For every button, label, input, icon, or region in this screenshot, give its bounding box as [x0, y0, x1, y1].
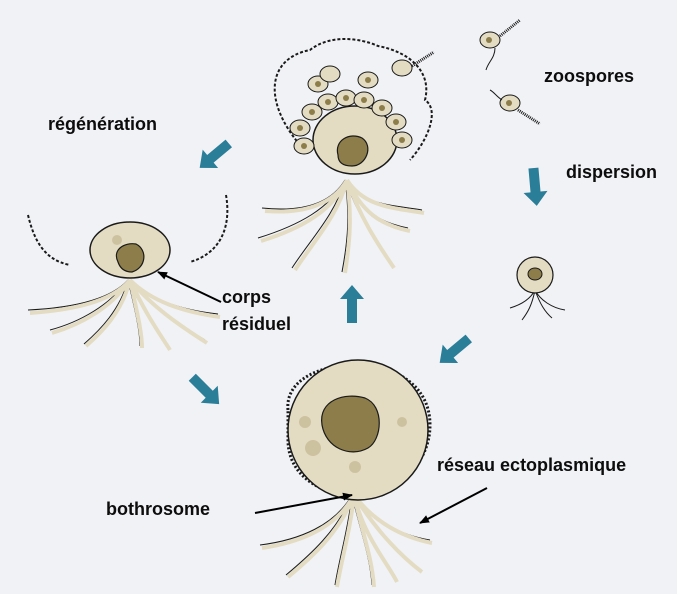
label-corps: corps: [222, 287, 271, 307]
label-reseau-ectoplasmique: réseau ectoplasmique: [437, 455, 626, 475]
mature-organism: [260, 360, 432, 587]
arrow-to-mature-left: [184, 369, 228, 413]
label-residuel: résiduel: [222, 314, 291, 334]
regenerating-organism: [28, 195, 227, 350]
nucleus-top: [337, 136, 367, 166]
arrow-dispersion: [521, 167, 548, 207]
label-dispersion: dispersion: [566, 162, 657, 182]
arrow-to-mature-right: [432, 329, 477, 372]
label-bothrosome: bothrosome: [106, 499, 210, 519]
pointer-reseau: [420, 488, 487, 523]
young-organism: [510, 257, 565, 320]
pointer-corps-residuel: [158, 272, 221, 302]
free-zoospores: [480, 20, 540, 124]
ectoplasmic-network-top: [258, 180, 424, 273]
sporulating-organism: [258, 39, 434, 273]
arrow-up: [340, 285, 364, 323]
arrow-regeneration: [192, 134, 237, 177]
pointer-bothrosome: [255, 495, 352, 513]
label-regeneration: régénération: [48, 114, 157, 134]
label-zoospores: zoospores: [544, 66, 634, 86]
